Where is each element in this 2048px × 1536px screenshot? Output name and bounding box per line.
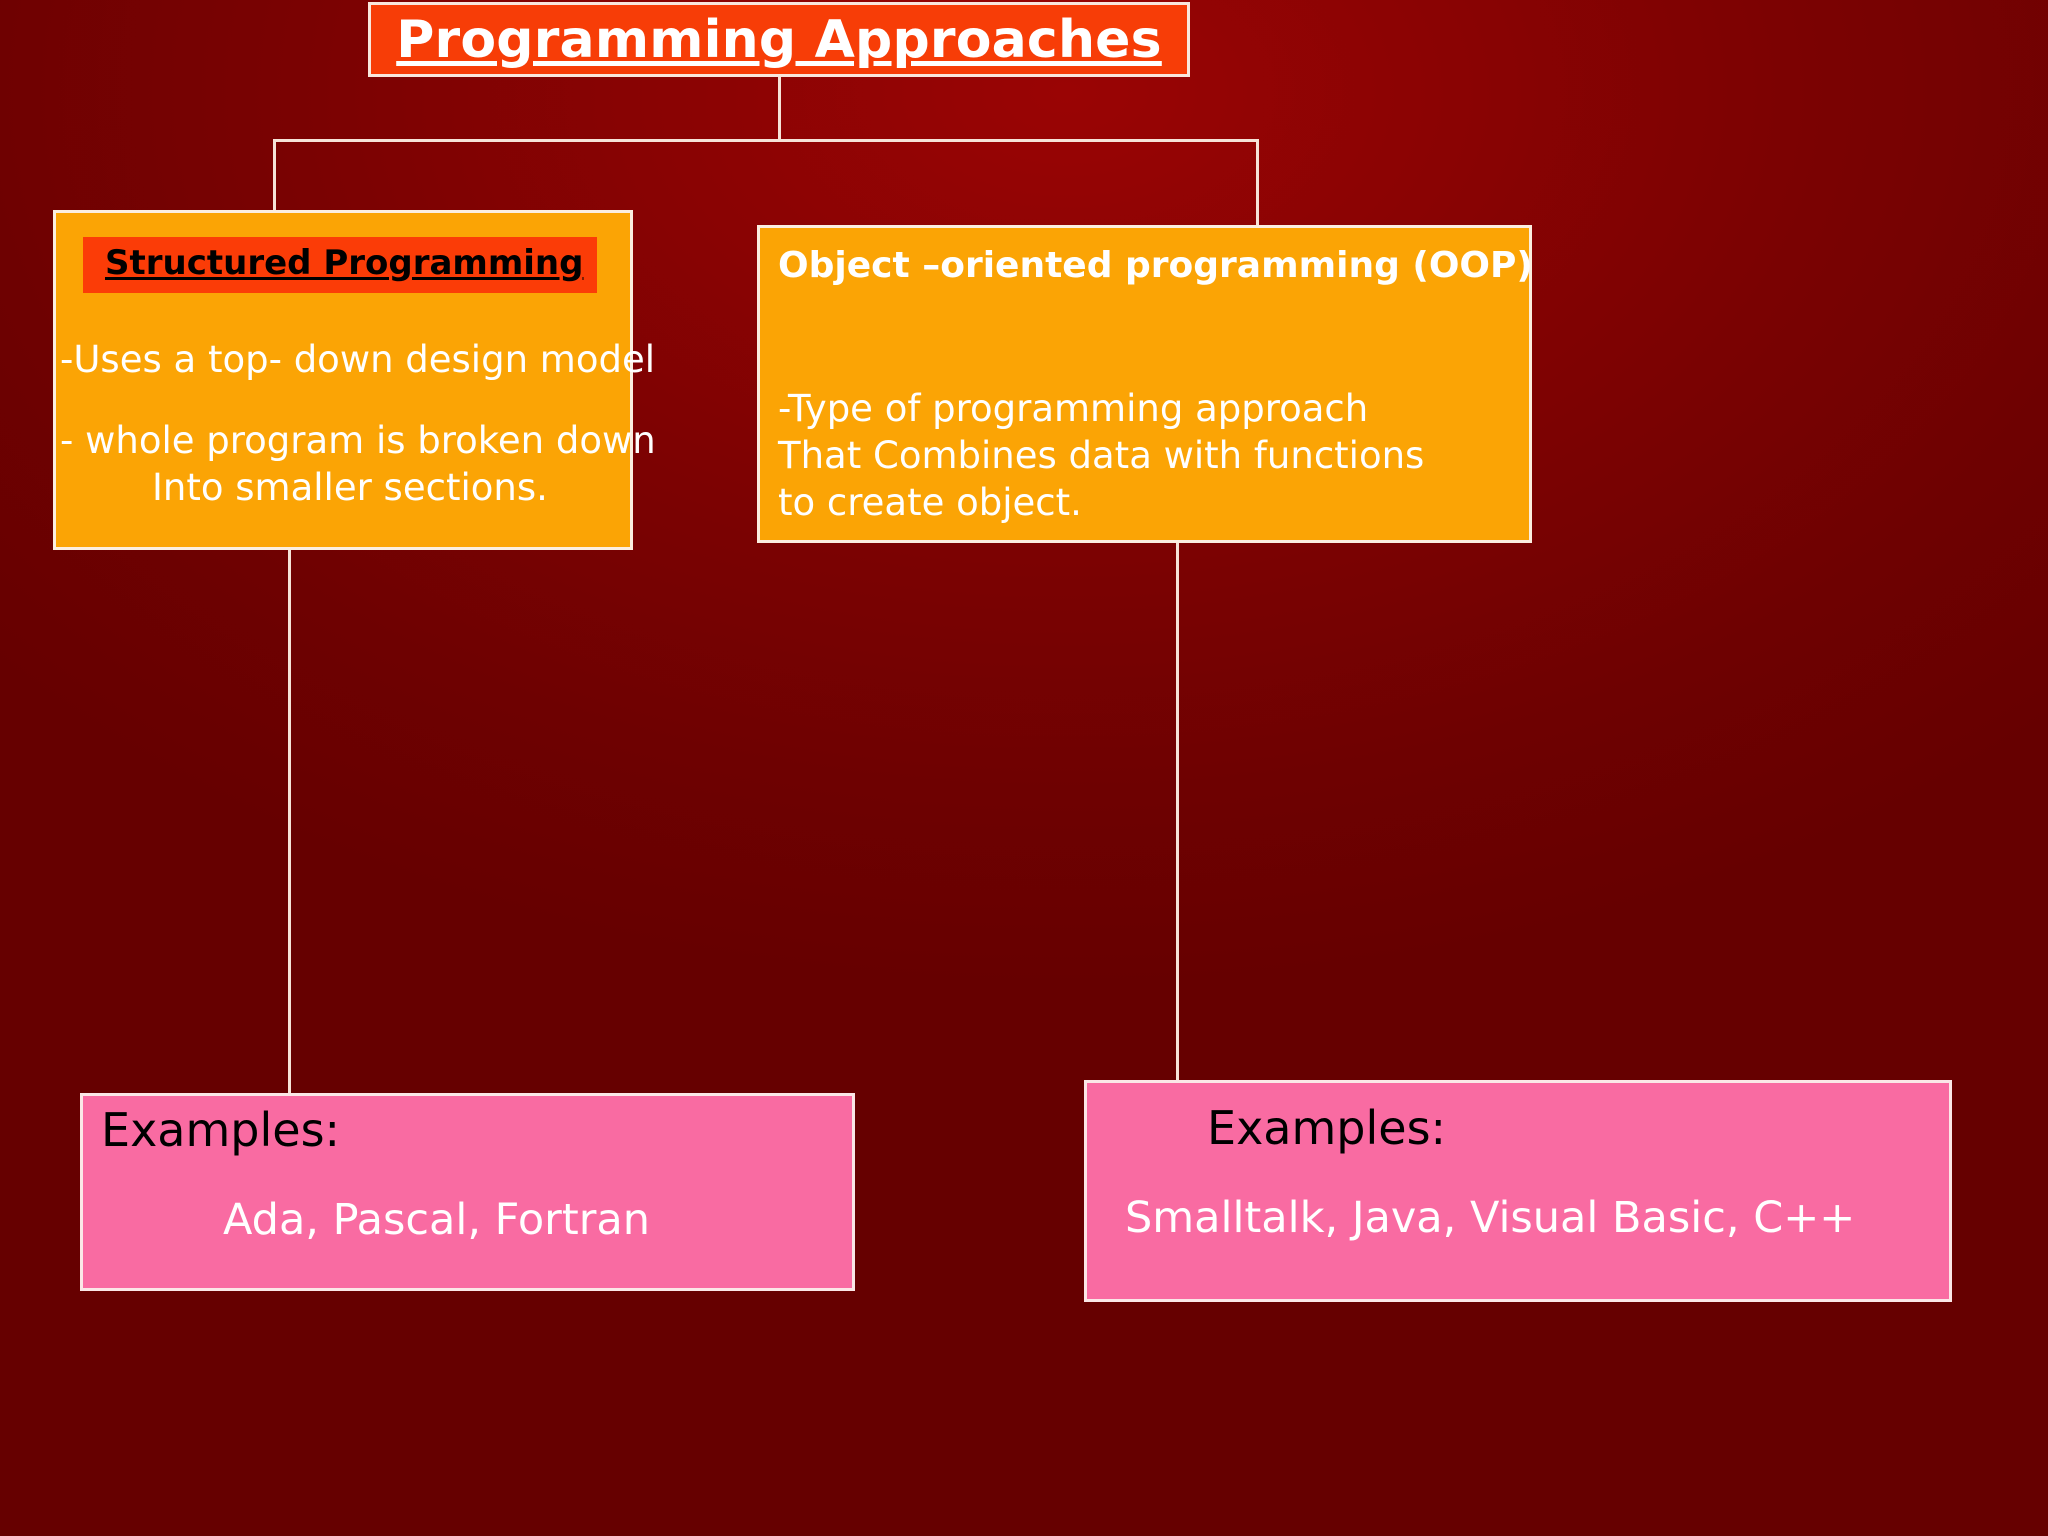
structured-programming-heading: Structured Programming — [83, 237, 598, 293]
examples-box-oop: Examples: Smalltalk, Java, Visual Basic,… — [1084, 1080, 1952, 1302]
oop-line-3: to create object. — [778, 480, 1082, 524]
connector-oop-to-examples — [1176, 541, 1179, 1089]
connector-branch-bar — [273, 139, 1259, 142]
oop-line-1: -Type of programming approach — [778, 387, 1369, 430]
oop-body: -Type of programming approach That Combi… — [778, 386, 1424, 527]
branch-box-structured-programming: Structured Programming -Uses a top- down… — [53, 210, 656, 550]
structured-line-3: Into smaller sections. — [152, 465, 548, 509]
title-box: Programming Approaches — [368, 2, 1190, 77]
oop-heading: Object –oriented programming (OOP) — [778, 245, 1533, 286]
structured-line-1: -Uses a top- down design model — [60, 338, 655, 381]
examples-label-structured: Examples: — [101, 1103, 341, 1157]
connector-to-structured — [273, 139, 276, 211]
connector-title-stem — [778, 77, 781, 141]
oop-line-2: That Combines data with functions — [778, 433, 1425, 477]
connector-to-oop — [1256, 139, 1259, 227]
examples-list-oop: Smalltalk, Java, Visual Basic, C++ — [1125, 1193, 1856, 1243]
examples-label-oop: Examples: — [1207, 1101, 1447, 1155]
connector-structured-to-examples — [288, 548, 291, 1096]
examples-list-structured: Ada, Pascal, Fortran — [223, 1195, 650, 1245]
examples-box-structured: Examples: Ada, Pascal, Fortran — [80, 1093, 855, 1291]
structured-programming-body: -Uses a top- down design model - whole p… — [56, 337, 656, 512]
page-title: Programming Approaches — [396, 9, 1162, 70]
structured-line-2: - whole program is broken down — [60, 418, 656, 462]
branch-box-object-oriented-programming: Object –oriented programming (OOP) -Type… — [757, 225, 1533, 543]
